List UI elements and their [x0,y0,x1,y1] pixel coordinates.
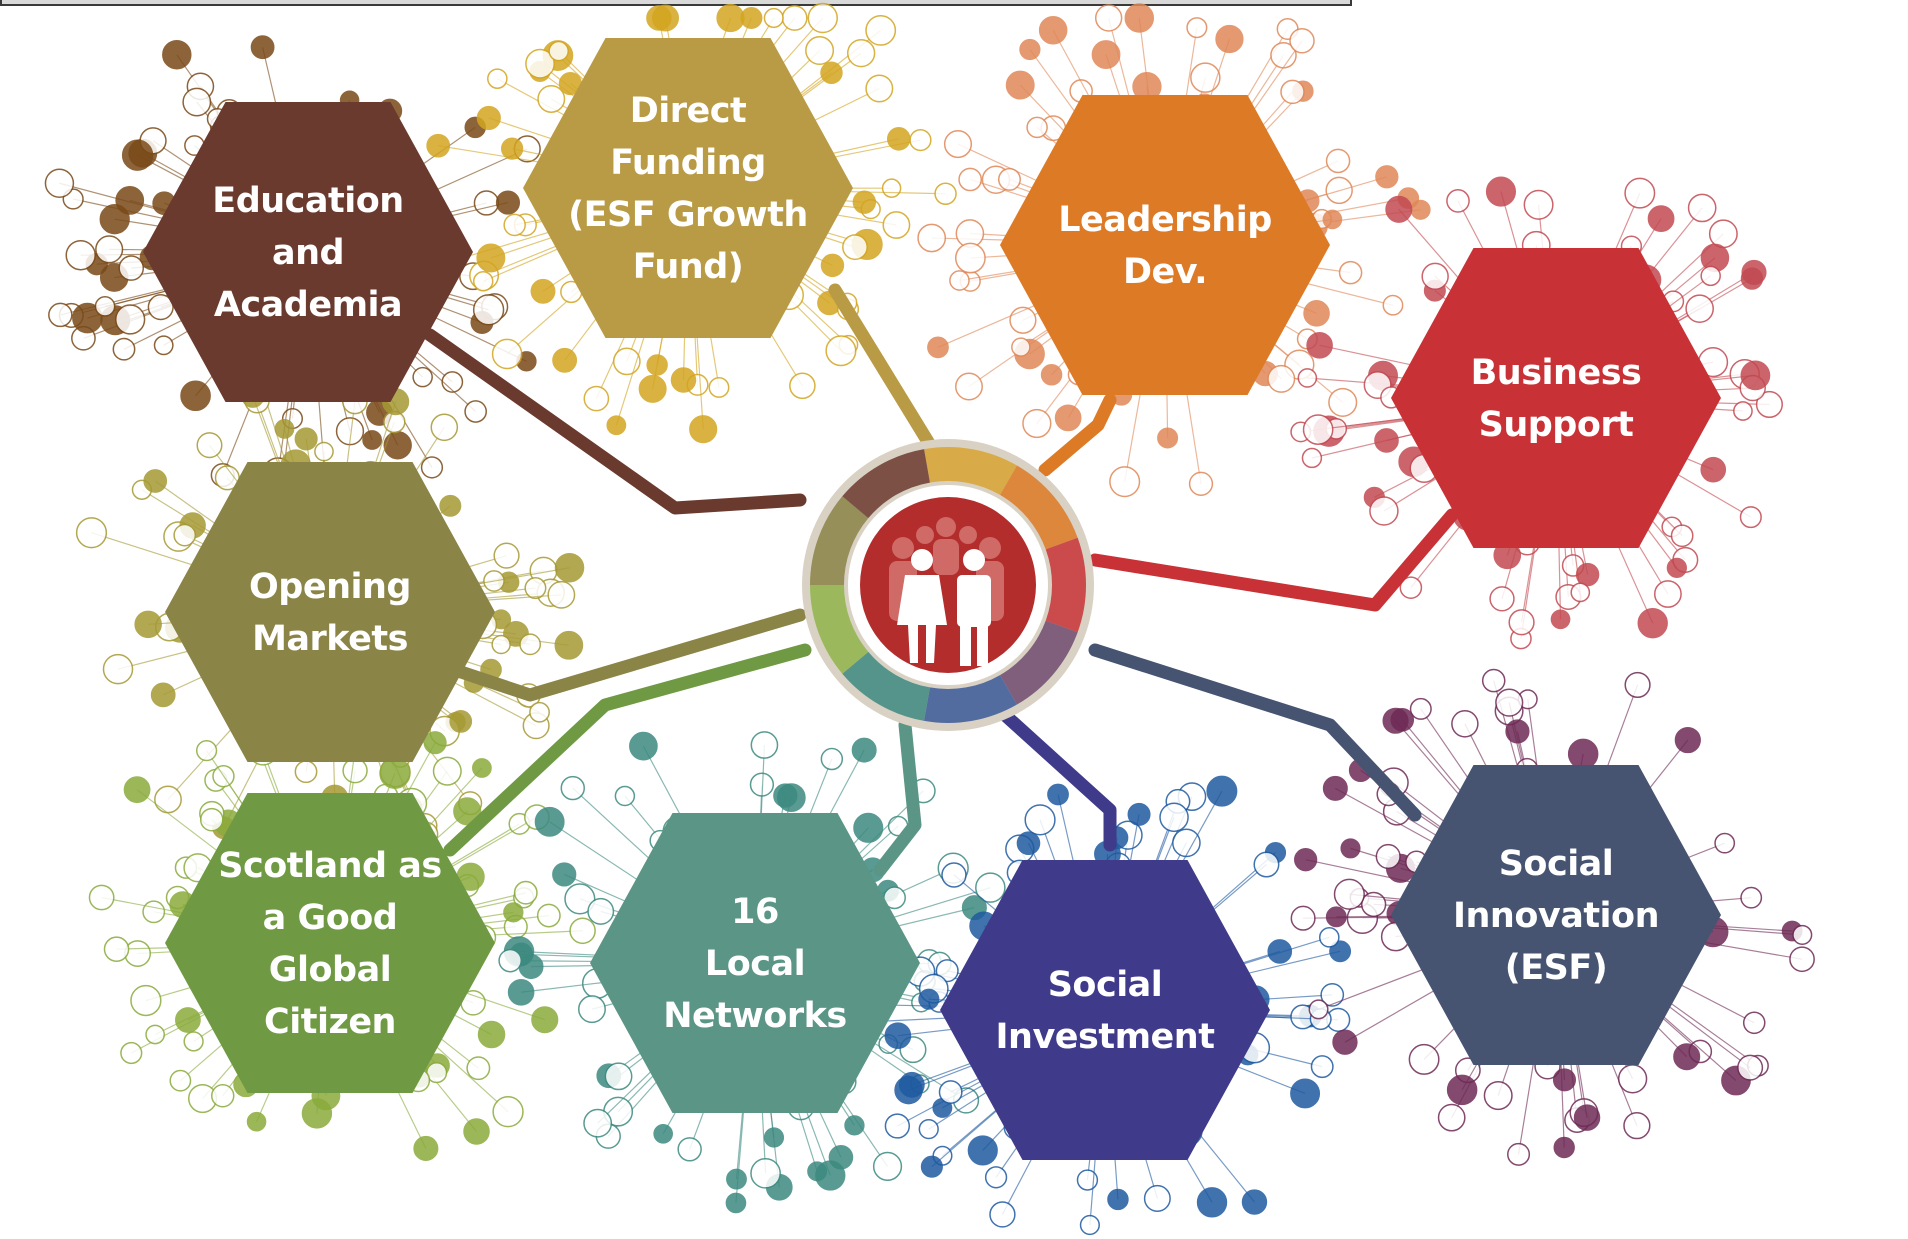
hex-label-line: Social [1048,965,1163,1005]
hex-label-line: 16 [731,892,779,932]
hex-label-line: Markets [252,619,408,659]
connector-good-global-citizen [443,643,812,857]
cluster-social-innovation [1290,668,1815,1166]
hub-ring-segment [1045,537,1087,633]
hub-ring-segment [1000,620,1078,705]
connector-education [423,328,807,515]
hex-label-line: Business [1471,353,1642,393]
top-border-bar [0,0,1352,6]
hex-label-line: Leadership [1058,200,1272,240]
hex-label-line: Education [212,181,403,221]
hex-label-line: Innovation [1453,896,1659,936]
hex-label-line: Direct [630,91,747,131]
connector-leadership [1038,393,1117,477]
hub-ring-segment [924,446,1017,495]
hub-ring-segment [842,651,930,721]
hub-ring-segment [810,496,869,585]
hex-label-line: a Good [263,898,398,938]
hexagon-shape [165,462,495,762]
hexagon-shape [1391,765,1721,1065]
connector-lines [423,283,1459,877]
hex-label-line: Dev. [1123,252,1207,292]
hexagon-shape [523,38,853,338]
hex-label-line: Networks [663,996,847,1036]
hex-label-line: and [272,233,344,273]
connector-social-innovation [1088,643,1422,822]
hex-label-line: Academia [214,285,402,325]
hex-label-line: Global [269,950,391,990]
hexagon-shape [1391,248,1721,548]
hexagon-shape [940,860,1270,1160]
central-hub [802,439,1094,731]
hex-label-line: Citizen [264,1002,396,1042]
connector-opening-markets [448,608,807,702]
connector-business-support [1088,508,1459,612]
hex-label-line: (ESF) [1505,948,1608,988]
hub-ring-segment [842,449,930,519]
hex-label-line: (ESF Growth [568,195,808,235]
hub-color-ring [810,446,1087,723]
cluster-business-support [1290,176,1783,650]
cluster-direct-funding [426,2,957,444]
hexagon-shape [165,793,495,1093]
hub-ring-segment [1000,465,1078,550]
connector-social-investment [998,708,1117,852]
hexagon-shape [143,102,473,402]
hex-label-line: Scotland as [218,846,441,886]
hexagon-shape [590,813,920,1113]
hub-ring-segment [810,585,869,674]
hexagon-shape [1000,95,1330,395]
people-group-icon [889,517,1004,666]
hex-label-line: Opening [249,567,411,607]
hub-ring-segment [924,675,1017,723]
hex-label-line: Local [705,944,805,984]
hex-label-line: Social [1499,844,1614,884]
hex-label-line: Fund) [633,247,744,287]
hex-label-line: Investment [996,1017,1215,1057]
connector-local-networks [873,718,922,877]
hex-label-line: Support [1479,405,1634,445]
connector-direct-funding [828,283,937,452]
hex-label-line: Funding [610,143,766,183]
